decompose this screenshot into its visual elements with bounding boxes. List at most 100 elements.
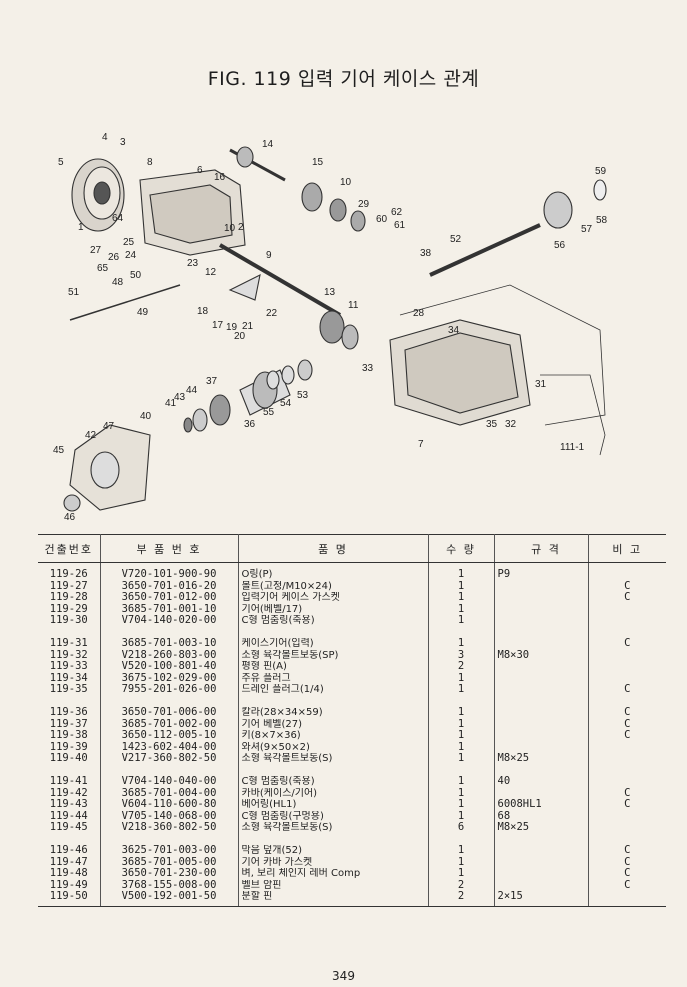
part-spec: 68 — [494, 810, 589, 822]
svg-text:33: 33 — [362, 363, 374, 374]
part-spec: 6008HL1 — [494, 799, 589, 811]
part-qty: 1 — [428, 707, 495, 719]
svg-text:36: 36 — [244, 419, 256, 430]
part-name: 주유 플러그 — [238, 672, 429, 684]
svg-text:13: 13 — [324, 287, 336, 298]
part-remark — [588, 650, 666, 662]
svg-text:38: 38 — [420, 248, 432, 259]
svg-text:10: 10 — [340, 177, 352, 188]
part-name: 막음 덮개(52) — [238, 845, 429, 857]
svg-text:53: 53 — [297, 390, 309, 401]
part-remark — [588, 891, 666, 907]
part-remark: C — [624, 638, 631, 649]
header-quantity: 수 량 — [428, 534, 495, 563]
part-name: 기어 베벨(27) — [238, 718, 429, 730]
part-spec — [494, 615, 589, 627]
part-name: C형 멈춤링(축용) — [238, 615, 429, 627]
svg-text:42: 42 — [85, 430, 97, 441]
part-number: 3650-701-006-00 — [100, 707, 239, 719]
part-qty: 1 — [428, 799, 495, 811]
svg-text:21: 21 — [242, 321, 254, 332]
svg-text:34: 34 — [448, 325, 460, 336]
part-number: 3625-701-003-00 — [100, 845, 239, 857]
part-spec: M8×30 — [494, 649, 589, 661]
part-number: 3675-102-029-00 — [100, 672, 239, 684]
group-separator — [38, 626, 666, 638]
part-spec: 2×15 — [494, 891, 589, 907]
svg-text:28: 28 — [413, 308, 425, 319]
part-ref: 119-34 — [38, 672, 101, 684]
part-qty: 1 — [428, 753, 495, 765]
part-number: V500-192-001-50 — [100, 891, 239, 907]
group-separator — [38, 764, 666, 776]
part-qty: 1 — [428, 603, 495, 615]
part-number: V604-110-600-80 — [100, 799, 239, 811]
svg-text:56: 56 — [554, 240, 566, 251]
part-qty: 1 — [428, 845, 495, 857]
part-qty: 1 — [428, 776, 495, 788]
svg-text:50: 50 — [130, 270, 142, 281]
svg-text:31: 31 — [535, 379, 547, 390]
part-name: 볼트(고정/M10×24) — [238, 580, 429, 592]
header-remarks: 비 고 — [588, 534, 666, 563]
part-name: 벼, 보리 체인지 레버 Comp — [238, 868, 429, 880]
part-name: C형 멈춤링(구멍용) — [238, 810, 429, 822]
svg-text:6: 6 — [197, 165, 203, 176]
header-spec: 규 격 — [494, 534, 589, 563]
part-name: 칼라(28×34×59) — [238, 707, 429, 719]
part-ref: 119-50 — [38, 891, 101, 907]
part-spec: M8×25 — [494, 822, 589, 834]
header-part-name: 품 명 — [238, 534, 429, 563]
part-ref: 119-37 — [38, 718, 101, 730]
part-name: O링(P) — [238, 562, 429, 581]
part-qty: 1 — [428, 730, 495, 742]
part-number: 3650-701-016-20 — [100, 580, 239, 592]
part-name: 입력기어 케이스 가스켓 — [238, 592, 429, 604]
part-spec: P9 — [494, 562, 589, 581]
svg-text:45: 45 — [53, 445, 65, 456]
part-name: 소형 육각볼트보동(SP) — [238, 649, 429, 661]
part-qty: 1 — [428, 856, 495, 868]
diagram-callouts: 1 2 3 4 5 6 7 8 9 10 10 11 12 13 14 15 1… — [53, 132, 608, 523]
part-number: V704-140-040-00 — [100, 776, 239, 788]
part-remark: C — [624, 718, 631, 730]
part-ref: 119-38 — [38, 730, 101, 742]
page-number: 349 — [332, 969, 355, 983]
part-remark — [588, 753, 666, 765]
part-number: 3650-701-230-00 — [100, 868, 239, 880]
part-qty: 1 — [428, 562, 495, 581]
part-spec — [494, 787, 589, 799]
part-number: 3650-701-012-00 — [100, 592, 239, 604]
part-remark — [588, 661, 666, 673]
svg-text:54: 54 — [280, 398, 292, 409]
part-name: 케이스기어(입력) — [238, 638, 429, 650]
part-name: 기어(베벨/17) — [238, 603, 429, 615]
part-spec — [494, 879, 589, 891]
part-qty: 1 — [428, 718, 495, 730]
part-remark: C — [624, 868, 631, 879]
part-remark: C — [624, 592, 631, 603]
svg-text:55: 55 — [263, 407, 275, 418]
svg-text:18: 18 — [197, 306, 209, 317]
svg-text:23: 23 — [187, 258, 199, 269]
part-remark: C — [624, 684, 631, 695]
part-qty: 1 — [428, 615, 495, 627]
part-name: 평형 핀(A) — [238, 661, 429, 673]
svg-text:29: 29 — [358, 199, 370, 210]
svg-text:65: 65 — [97, 263, 109, 274]
part-qty: 6 — [428, 822, 495, 834]
part-name: 베어링(HL1) — [238, 799, 429, 811]
